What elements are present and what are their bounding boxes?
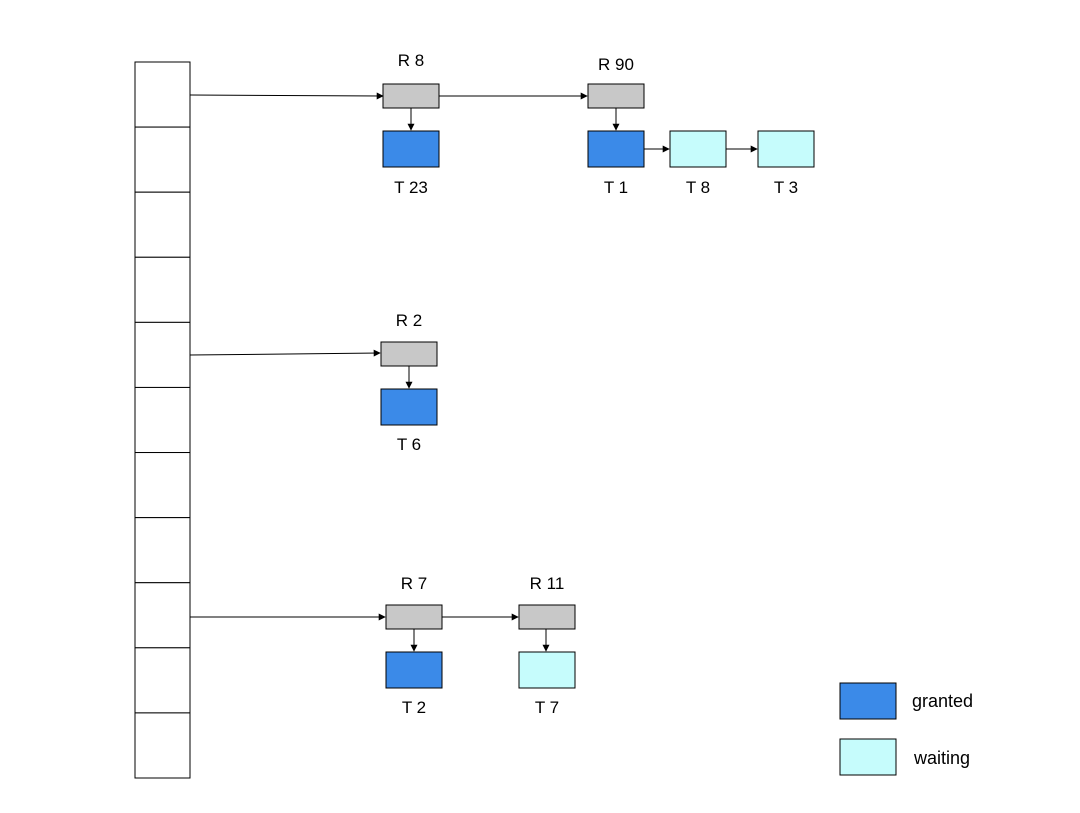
resource-r8-box xyxy=(382,83,440,109)
hash-table-slot-5 xyxy=(134,321,191,388)
transaction-t3: T 3 xyxy=(757,130,815,197)
transaction-t23-box xyxy=(382,130,440,168)
resource-r11-label: R 11 xyxy=(530,574,565,593)
transaction-t3-label: T 3 xyxy=(774,178,798,197)
legend: granted waiting xyxy=(839,682,973,776)
transaction-t2-label: T 2 xyxy=(402,698,426,717)
legend-granted-swatch xyxy=(839,682,897,720)
hash-table-slot-6 xyxy=(134,386,191,454)
resource-r2: R 2 xyxy=(380,311,438,367)
transaction-t7-box xyxy=(518,651,576,689)
hash-table-slot-10 xyxy=(134,647,191,714)
hash-table-slot-9 xyxy=(134,582,191,649)
transaction-t3-box xyxy=(757,130,815,168)
transaction-t1: T 1 xyxy=(587,130,645,197)
hash-table-slot-2 xyxy=(134,126,191,193)
resource-r90-label: R 90 xyxy=(598,55,634,74)
legend-granted-label: granted xyxy=(912,691,973,711)
resource-r7-label: R 7 xyxy=(401,574,427,593)
hash-table-slot-4 xyxy=(134,256,191,323)
resource-r7-box xyxy=(385,604,443,630)
slot-5-to-r2-arrow xyxy=(189,349,381,357)
resource-r8-label: R 8 xyxy=(398,51,424,70)
transaction-t6: T 6 xyxy=(380,388,438,454)
transaction-t1-box xyxy=(587,130,645,168)
transaction-t6-label: T 6 xyxy=(397,435,421,454)
transaction-t2: T 2 xyxy=(385,651,443,717)
hash-table-slot-11 xyxy=(134,712,191,779)
slot-1-to-r8-arrow xyxy=(189,92,384,100)
transaction-t8: T 8 xyxy=(669,130,727,197)
transaction-t2-box xyxy=(385,651,443,689)
transaction-t7-label: T 7 xyxy=(535,698,559,717)
hash-table-slot-1 xyxy=(134,61,191,128)
hash-table xyxy=(134,61,191,779)
transaction-t8-box xyxy=(669,130,727,168)
connectors xyxy=(189,92,758,652)
resource-r11: R 11 xyxy=(518,574,576,630)
transaction-t23: T 23 xyxy=(382,130,440,197)
transaction-t23-label: T 23 xyxy=(394,178,428,197)
legend-waiting-swatch xyxy=(839,738,897,776)
transaction-t8-label: T 8 xyxy=(686,178,710,197)
transaction-t7: T 7 xyxy=(518,651,576,717)
resource-r11-box xyxy=(518,604,576,630)
transaction-t1-label: T 1 xyxy=(604,178,628,197)
resource-r2-box xyxy=(380,341,438,367)
resource-r2-label: R 2 xyxy=(396,311,422,330)
resource-r90-box xyxy=(587,83,645,109)
resource-r7: R 7 xyxy=(385,574,443,630)
hash-table-slot-8 xyxy=(134,517,191,584)
resource-r90: R 90 xyxy=(587,55,645,109)
legend-waiting-label: waiting xyxy=(913,748,970,768)
resource-r8: R 8 xyxy=(382,51,440,109)
hash-table-slot-7 xyxy=(134,452,191,519)
transaction-t6-box xyxy=(380,388,438,426)
hash-table-slot-3 xyxy=(134,191,191,258)
